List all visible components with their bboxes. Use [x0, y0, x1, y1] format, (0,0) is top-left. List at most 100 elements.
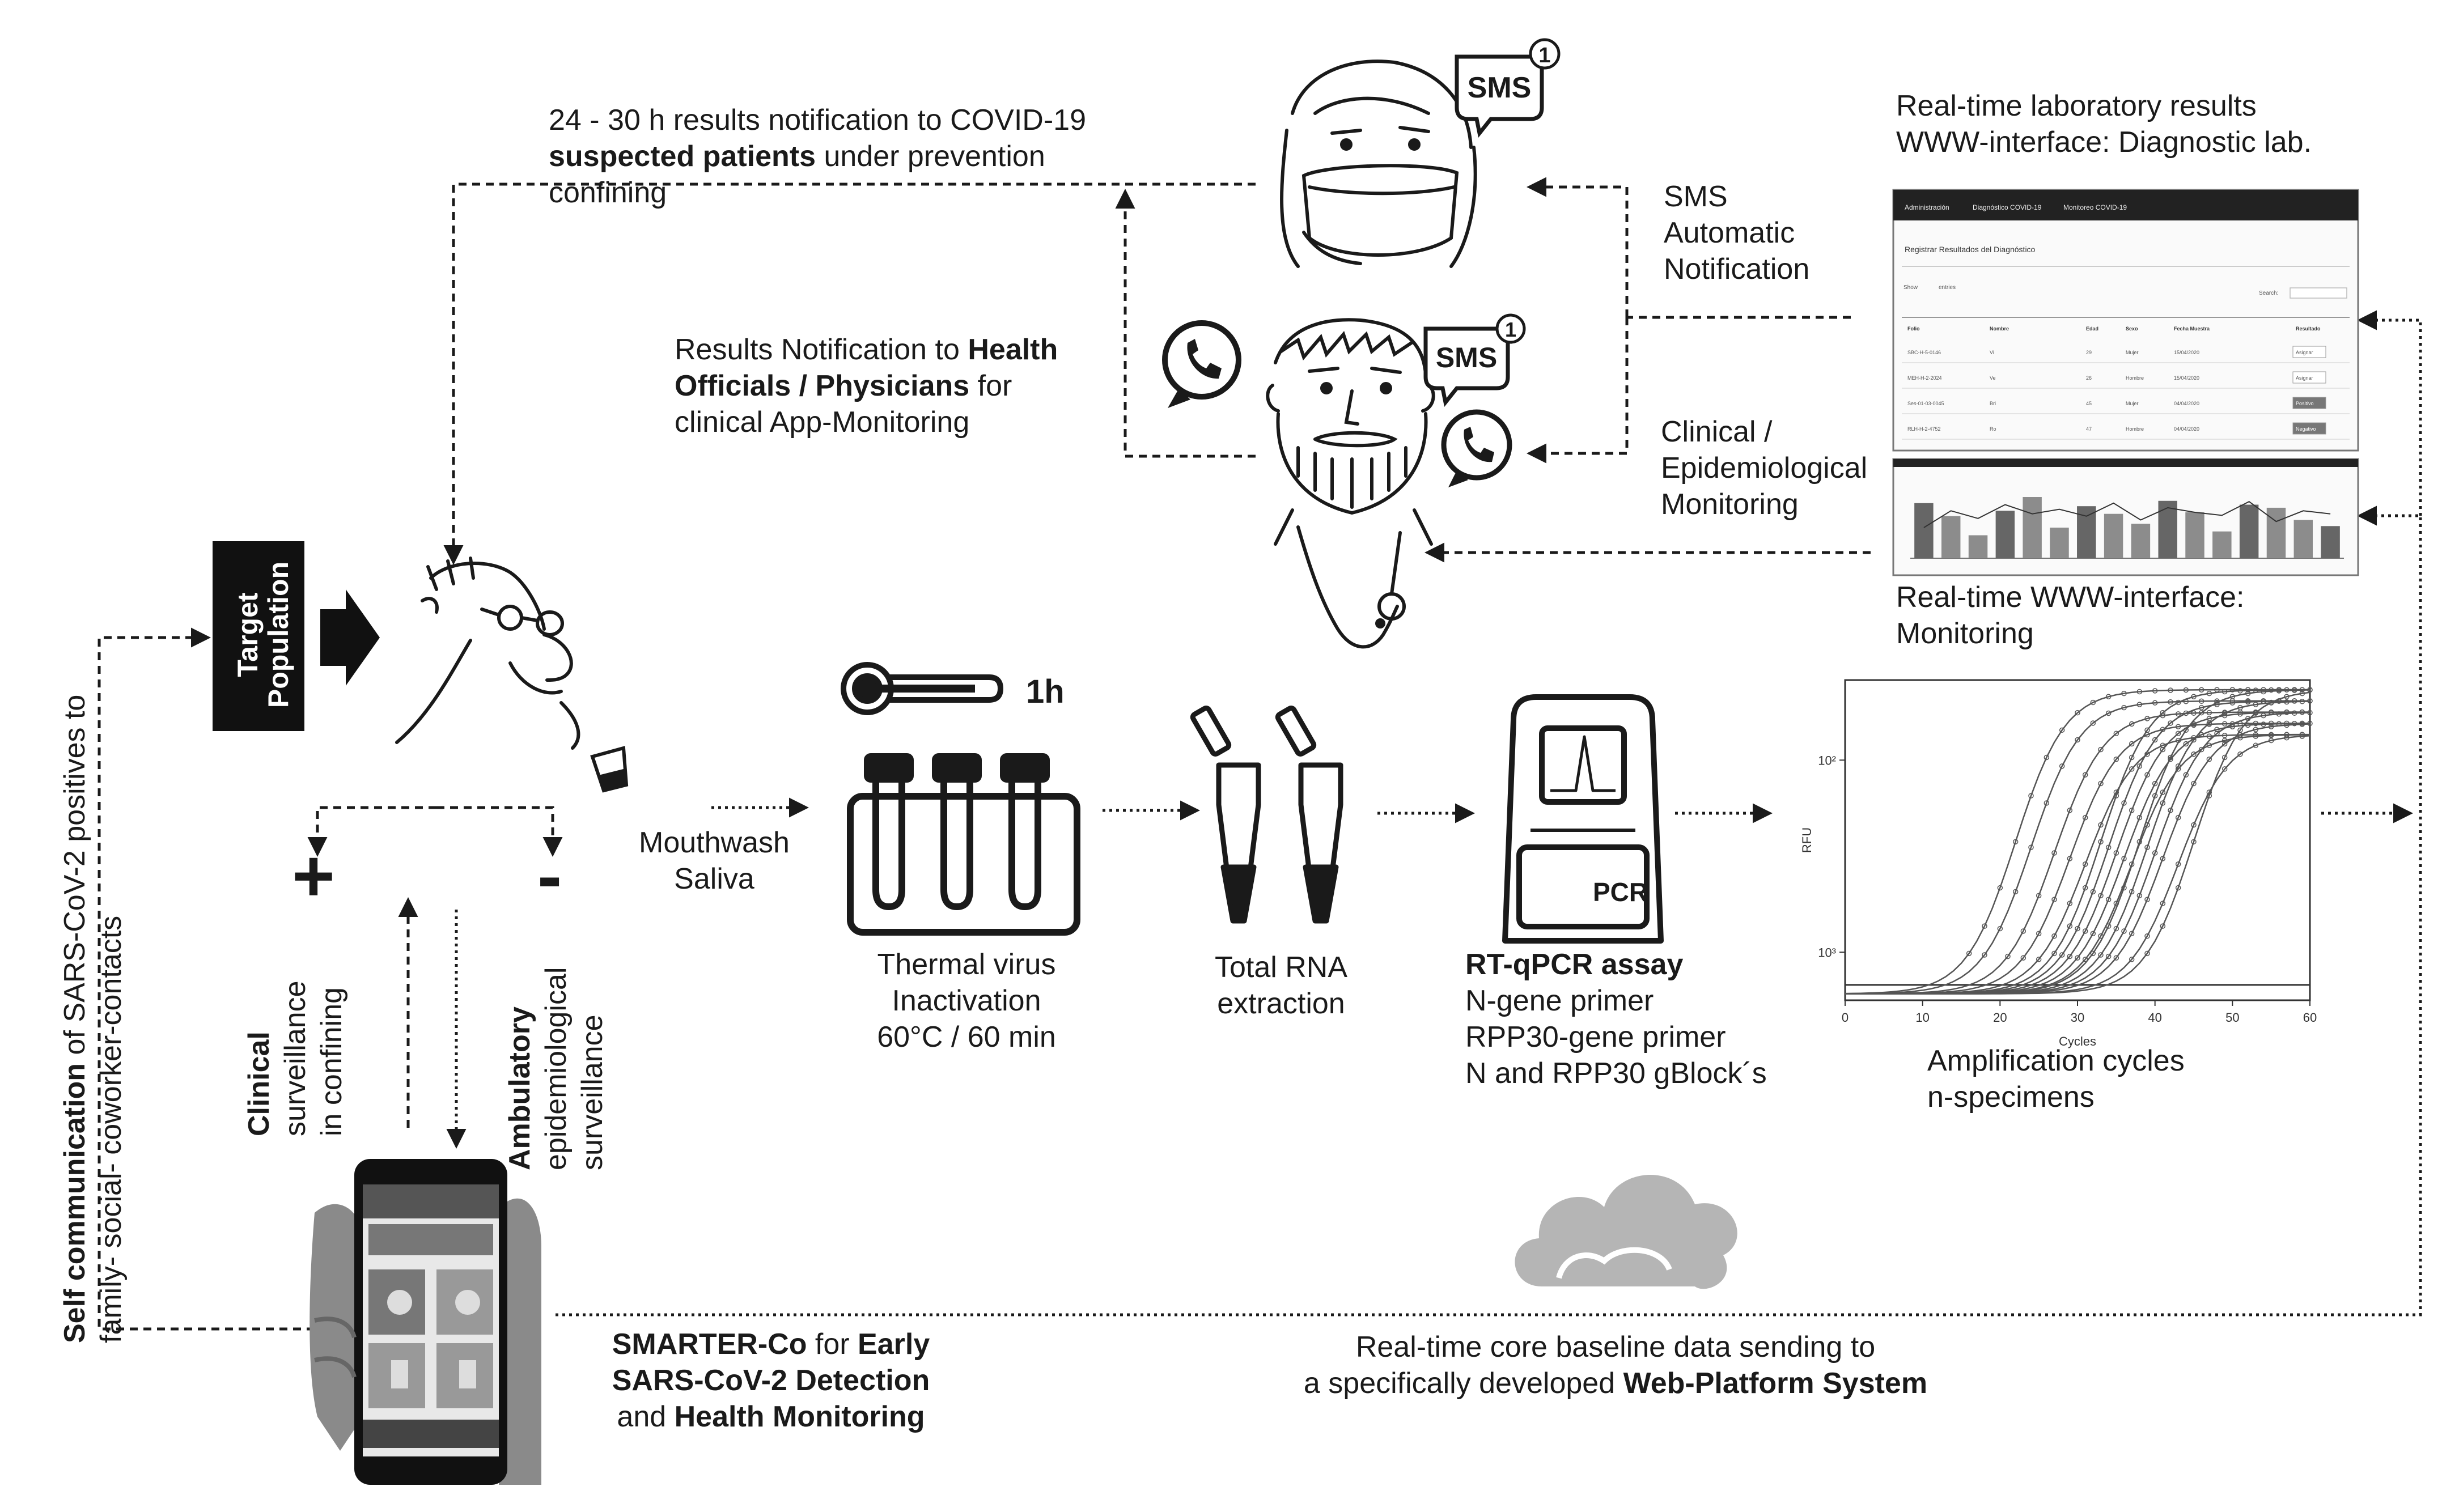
y-tick-label: 10³ [1818, 945, 1836, 959]
curve-marker [2067, 901, 2073, 906]
female-doctor-icon [1280, 60, 1477, 268]
plot-frame [1844, 679, 2311, 1001]
curve-marker [2121, 856, 2127, 861]
curve-marker [2253, 742, 2259, 749]
curve-marker [2198, 732, 2204, 738]
arrow-self-comm [97, 627, 315, 1331]
table-cell: 04/04/2020 [2174, 426, 2199, 432]
patient-figure-icon [395, 557, 629, 793]
lab-search-input[interactable] [2290, 287, 2347, 299]
curve-marker [2307, 687, 2313, 693]
monitor-bar [2050, 528, 2069, 558]
result-button[interactable] [2292, 397, 2326, 409]
curve-marker [2051, 850, 2057, 856]
sms-automatic-label: SMS Automatic Notification [1664, 180, 1810, 286]
curve-marker [1982, 923, 1987, 929]
lab-nav-item[interactable]: Diagnóstico COVID-19 [1973, 203, 2042, 211]
curve-marker [2028, 793, 2034, 799]
curve-marker [2206, 733, 2212, 739]
curve-marker [2098, 893, 2104, 899]
curve-marker [2012, 839, 2019, 845]
monitor-bar [2293, 520, 2313, 558]
curve-marker [2191, 710, 2197, 716]
curve-marker [2098, 822, 2104, 828]
table-cell: 15/04/2020 [2174, 375, 2199, 381]
curve-marker [2020, 955, 2026, 961]
curve-marker [2144, 727, 2150, 733]
curve-marker [2221, 689, 2228, 695]
curve-marker [2198, 704, 2204, 711]
curve-marker [2129, 766, 2135, 772]
curve-marker [2005, 953, 2011, 959]
arrow-to-patient [443, 182, 1256, 565]
curve-marker [2175, 885, 2181, 891]
result-button[interactable] [2292, 346, 2326, 358]
curve-marker [2245, 699, 2251, 705]
curve-marker [2221, 741, 2228, 747]
mouthwash-label: Mouthwash Saliva [639, 826, 790, 895]
monitor-bar [2185, 512, 2204, 558]
table-cell: Asignar [2296, 350, 2313, 355]
curve-marker [2284, 694, 2290, 700]
curve-marker [2229, 694, 2236, 700]
curve-marker [1997, 925, 2003, 932]
curve-marker [2221, 721, 2228, 727]
lab-nav-item[interactable]: Monitoreo COVID-19 [2063, 203, 2127, 211]
curve-marker [2307, 710, 2313, 716]
arrow-split-right [436, 806, 563, 857]
curve-marker [2175, 699, 2181, 706]
curve-marker [2191, 822, 2197, 828]
curve-marker [2129, 931, 2135, 937]
table-cell: Ses-01-03-0045 [1907, 401, 1944, 406]
dotted-arrows [446, 310, 2422, 1316]
curve-marker [2152, 700, 2158, 706]
monitor-bar [1941, 516, 1961, 558]
notify-patients-label: 24 - 30 h results notification to COVID-… [549, 104, 1087, 209]
curve-marker [2152, 850, 2158, 856]
target-arrow-icon [320, 589, 380, 686]
curve-marker [2121, 800, 2127, 806]
lab-results-interface: Administración Diagnóstico COVID-19 Moni… [1892, 189, 2359, 452]
curve-marker [2059, 727, 2065, 733]
lab-results-label: Real-time laboratory results WWW-interfa… [1896, 90, 2312, 159]
curve-marker [2206, 710, 2212, 716]
curve-marker [2168, 754, 2173, 761]
table-cell: Bri [1990, 401, 1996, 406]
result-button[interactable] [2292, 422, 2326, 435]
x-tick-label: 60 [2303, 1010, 2317, 1025]
curve-marker [2253, 710, 2259, 716]
monitor-bar [2239, 504, 2259, 558]
curve-marker [2036, 957, 2042, 962]
arrow-sms-to-physician [1527, 317, 1629, 464]
pcr-label: PCR [1593, 877, 1648, 907]
table-cell: 15/04/2020 [2174, 350, 2199, 355]
curve-marker [2214, 699, 2220, 706]
curve-marker [2059, 952, 2065, 958]
curve-marker [2237, 711, 2243, 717]
curve-marker [2136, 814, 2143, 821]
whatsapp-physician-icon [1441, 409, 1512, 487]
arrow-cloud-loop [556, 506, 2422, 1316]
curve-marker [2075, 925, 2080, 932]
curve-marker [2067, 953, 2073, 959]
curve-marker [2191, 780, 2197, 787]
curve-marker [1982, 952, 1987, 958]
curve-marker [2237, 727, 2243, 733]
monitoring-bar-chart [1910, 497, 2344, 559]
monitor-bar [2023, 497, 2042, 558]
table-cell: RLH-H-2-4752 [1907, 426, 1941, 432]
curve-marker [2075, 737, 2080, 743]
curve-marker [2105, 923, 2112, 929]
curve-marker [2160, 856, 2166, 861]
table-cell: Positivo [2296, 401, 2314, 406]
amplification-curve [1845, 689, 2310, 995]
result-button[interactable] [2292, 371, 2326, 384]
curve-marker [2168, 699, 2173, 705]
lab-nav-item[interactable]: Administración [1905, 203, 1949, 211]
monitoring-interface-label: Real-time WWW-interface: Monitoring [1896, 581, 2245, 650]
thermal-inactivation-label: Thermal virus Inactivation 60°C / 60 min [877, 948, 1056, 1054]
table-cell: 04/04/2020 [2174, 401, 2199, 406]
table-cell: Ro [1990, 426, 1996, 432]
